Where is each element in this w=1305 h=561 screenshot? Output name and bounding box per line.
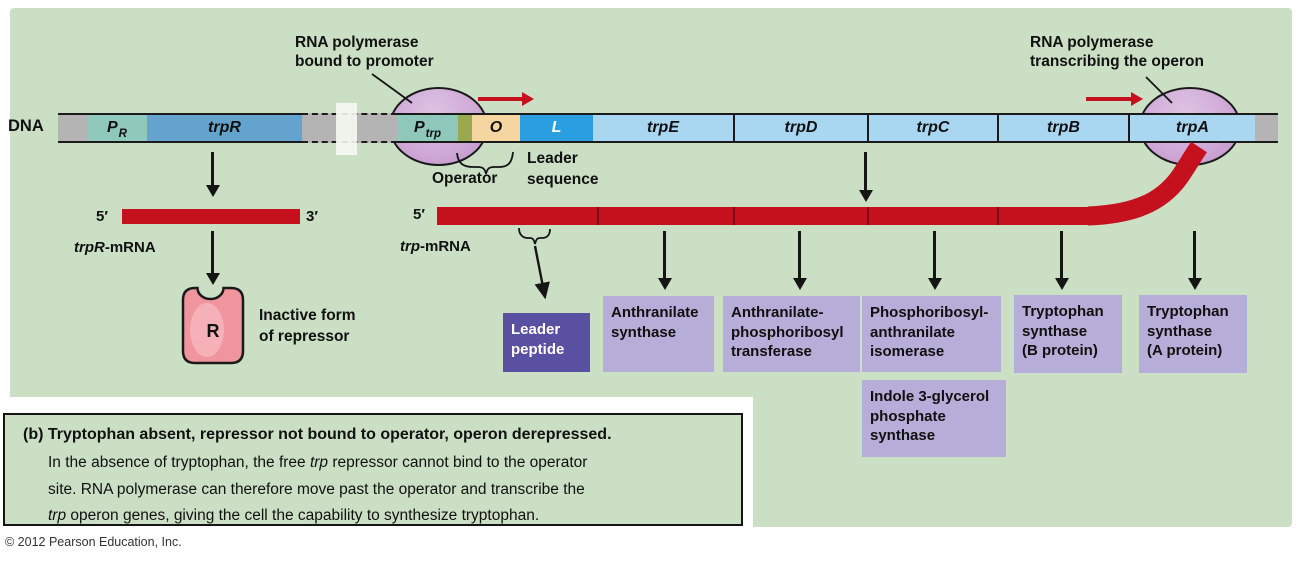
indole-glycerol-phosphate-synthase-box: Indole 3-glycerol phosphate synthase [862, 380, 1006, 457]
phosphoribosyl-anthranilate-isomerase-box: Phosphoribosyl- anthranilate isomerase [862, 296, 1001, 372]
rnap-transcribing-label: RNA polymerase transcribing the operon [1030, 34, 1204, 70]
arrow-to-synthase-b [1060, 231, 1063, 279]
caption-box: (b) Tryptophan absent, repressor not bou… [3, 413, 743, 526]
tryptophan-synthase-a-box: Tryptophan synthase (A protein) [1139, 295, 1247, 373]
trpC-label: trpC [916, 119, 950, 136]
copyright-notice: © 2012 Pearson Education, Inc. [5, 535, 182, 549]
pointer-line-right [1145, 76, 1173, 104]
trp-mrna-bar [437, 207, 1090, 225]
dna-segment-promoter-pR: PR [87, 113, 147, 143]
dna-segment-trpA: trpA [1128, 113, 1255, 143]
dna-segment-spacer-left [58, 113, 87, 143]
trpR-mrna-3prime: 3′ [306, 208, 318, 225]
leader-peptide-arrow [533, 245, 550, 300]
repressor-R-label: R [206, 321, 220, 341]
trpB-label: trpB [1047, 119, 1080, 136]
mrna-divider [867, 207, 869, 225]
dna-segment-trpB: trpB [997, 113, 1128, 143]
repressor-highlight [190, 303, 224, 357]
dna-segment-spacer-right [1255, 113, 1278, 143]
operator-O-label: O [489, 119, 503, 136]
dna-break-band [336, 103, 357, 155]
leader-peptide-box: Leader peptide [503, 313, 590, 372]
mrna-divider [997, 207, 999, 225]
trpR-mrna-5prime: 5′ [96, 208, 108, 225]
pTrp-label: Ptrp [413, 119, 441, 140]
arrow-mrna-to-repressor [211, 231, 214, 274]
arrow-trpR-to-mrna [211, 152, 214, 186]
inactive-repressor-label: Inactive form of repressor [259, 307, 356, 345]
dna-segment-promoter-pTrp: Ptrp [397, 113, 458, 143]
dna-segment-operator: O [472, 113, 520, 143]
mrna-curve-to-polymerase [1087, 141, 1207, 226]
leader-underbrace [518, 227, 551, 245]
transcription-direction-arrow-right [1086, 97, 1131, 101]
trpR-mrna-bar [122, 209, 300, 224]
arrow-dna-to-trp-mrna [864, 152, 867, 191]
arrow-to-transferase [798, 231, 801, 279]
trpE-label: trpE [647, 119, 679, 136]
dna-segment-trpC: trpC [867, 113, 997, 143]
dna-segment-olive-spacer [458, 113, 472, 143]
caption-line4: trp operon genes, giving the cell the ca… [48, 507, 540, 524]
pR-label: PR [107, 119, 127, 140]
trp-mrna-5prime: 5′ [413, 206, 425, 223]
dna-segment-trpE: trpE [593, 113, 733, 143]
rnap-bound-label: RNA polymerase bound to promoter [295, 34, 434, 70]
caption-line2: In the absence of tryptophan, the free t… [48, 454, 588, 471]
operator-label: Operator [432, 170, 498, 187]
trpA-label: trpA [1176, 119, 1209, 136]
arrow-to-synthase-a [1193, 231, 1196, 279]
caption-heading: (b) Tryptophan absent, repressor not bou… [23, 426, 612, 443]
trpR-mrna-label: trpR-mRNA [74, 239, 156, 256]
leader-L-label: L [551, 119, 562, 136]
caption-line3: site. RNA polymerase can therefore move … [48, 481, 585, 498]
dna-label: DNA [8, 117, 44, 135]
trp-mrna-label: trp-mRNA [400, 238, 471, 255]
anthranilate-phosphoribosyl-transferase-box: Anthranilate- phosphoribosyl transferase [723, 296, 860, 372]
leader-sequence-label: Leader sequence [527, 150, 599, 188]
transcription-direction-arrow-left [478, 97, 522, 101]
operator-underbrace [456, 151, 514, 175]
dna-segment-trpR: trpR [147, 113, 302, 143]
pointer-line-left [371, 73, 413, 104]
mrna-divider [733, 207, 735, 225]
dna-segment-trpD: trpD [733, 113, 867, 143]
mrna-divider [597, 207, 599, 225]
anthranilate-synthase-box: Anthranilate synthase [603, 296, 714, 372]
trpR-label: trpR [208, 119, 241, 136]
dna-segment-leader-L: L [520, 113, 593, 143]
tryptophan-synthase-b-box: Tryptophan synthase (B protein) [1014, 295, 1122, 373]
arrow-to-isomerase [933, 231, 936, 279]
arrow-to-anthranilate-synthase [663, 231, 666, 279]
background-panel-bottom-right [753, 397, 1292, 527]
trpD-label: trpD [784, 119, 818, 136]
